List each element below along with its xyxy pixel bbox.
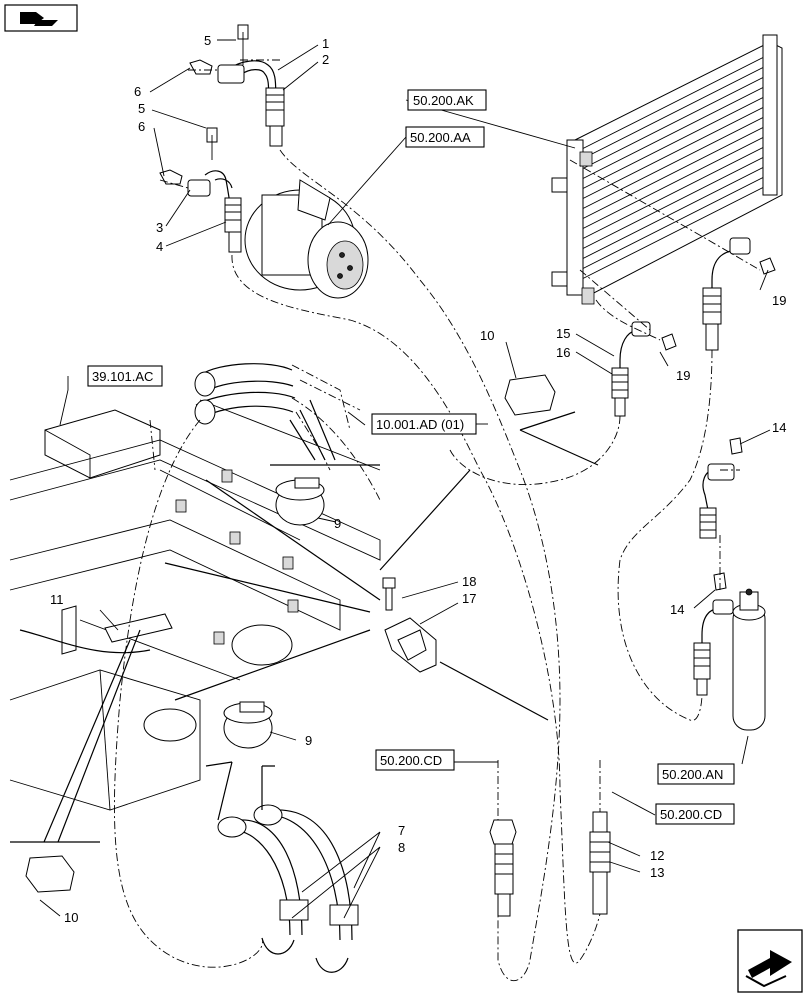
item-number: 9 (334, 516, 341, 531)
item-number: 3 (156, 220, 163, 235)
hose-fitting-14 (693, 437, 743, 696)
item-number: 14 (772, 420, 786, 435)
ref-box-10-001-ad-01[interactable]: 10.001.AD (01) (371, 413, 477, 435)
item-number: 10 (480, 328, 494, 343)
item-number: 6 (134, 84, 141, 99)
item-number: 17 (462, 591, 476, 606)
item-numbers: 5 1 2 6 5 6 3 4 7 8 9 9 10 10 11 12 13 1… (50, 33, 786, 925)
hose-route-lines (114, 32, 761, 982)
ref-box-50-200-cd-right[interactable]: 50.200.CD (655, 803, 735, 825)
view-pointer-lines (10, 399, 599, 843)
ref-box-label: 50.200.AN (662, 767, 723, 782)
item-number: 8 (398, 840, 405, 855)
item-number: 14 (670, 602, 684, 617)
item-number: 15 (556, 326, 570, 341)
condenser-illustration (551, 34, 783, 305)
ref-box-50-200-aa[interactable]: 50.200.AA (405, 126, 485, 148)
item-number: 19 (676, 368, 690, 383)
hose-fitting-15-16 (611, 321, 677, 417)
item-number: 13 (650, 865, 664, 880)
hose-fitting-19-upper (702, 237, 776, 351)
item-number: 11 (50, 592, 64, 607)
ref-box-label: 50.200.AK (413, 93, 474, 108)
receiver-drier-illustration (732, 588, 766, 731)
hose-end-upper (194, 363, 296, 425)
hose-fitting-12-13 (589, 811, 611, 915)
clip-bracket-17 (384, 617, 437, 673)
item-number: 5 (138, 101, 145, 116)
ref-box-label: 39.101.AC (92, 369, 153, 384)
item-number: 12 (650, 848, 664, 863)
hose-fitting-cd-left (489, 819, 517, 917)
item-number: 5 (204, 33, 211, 48)
hose-clamp-9-lower (223, 701, 273, 749)
item-number: 4 (156, 239, 163, 254)
item-number: 7 (398, 823, 405, 838)
ref-box-label: 50.200.CD (380, 753, 442, 768)
item-number: 10 (64, 910, 78, 925)
item-number: 19 (772, 293, 786, 308)
item-number: 18 (462, 574, 476, 589)
ref-box-label: 50.200.CD (660, 807, 722, 822)
o-ring-seal-10-lower (25, 855, 75, 893)
ref-box-label: 50.200.AA (410, 130, 471, 145)
hose-clamp-9-upper (275, 477, 325, 526)
hose-fitting-3-4 (159, 127, 242, 253)
item-number: 6 (138, 119, 145, 134)
item-number: 16 (556, 345, 570, 360)
item-number: 2 (322, 52, 329, 67)
ref-box-50-200-an[interactable]: 50.200.AN (657, 763, 735, 785)
view-orientation-icon[interactable] (4, 4, 78, 32)
next-page-arrow-icon[interactable] (737, 929, 803, 993)
compressor-illustration (244, 179, 369, 299)
hose-end-7-8 (217, 804, 359, 973)
frame-structure-illustration (9, 399, 381, 811)
item-number: 9 (305, 733, 312, 748)
ref-box-50-200-cd-left[interactable]: 50.200.CD (375, 749, 455, 771)
ref-box-39-101-ac[interactable]: 39.101.AC (87, 365, 163, 387)
ref-box-label: 10.001.AD (01) (376, 417, 464, 432)
ref-box-50-200-ak[interactable]: 50.200.AK (407, 89, 487, 111)
item-number: 1 (322, 36, 329, 51)
o-ring-seal-10-upper (504, 374, 556, 416)
bolt-18 (382, 577, 396, 611)
